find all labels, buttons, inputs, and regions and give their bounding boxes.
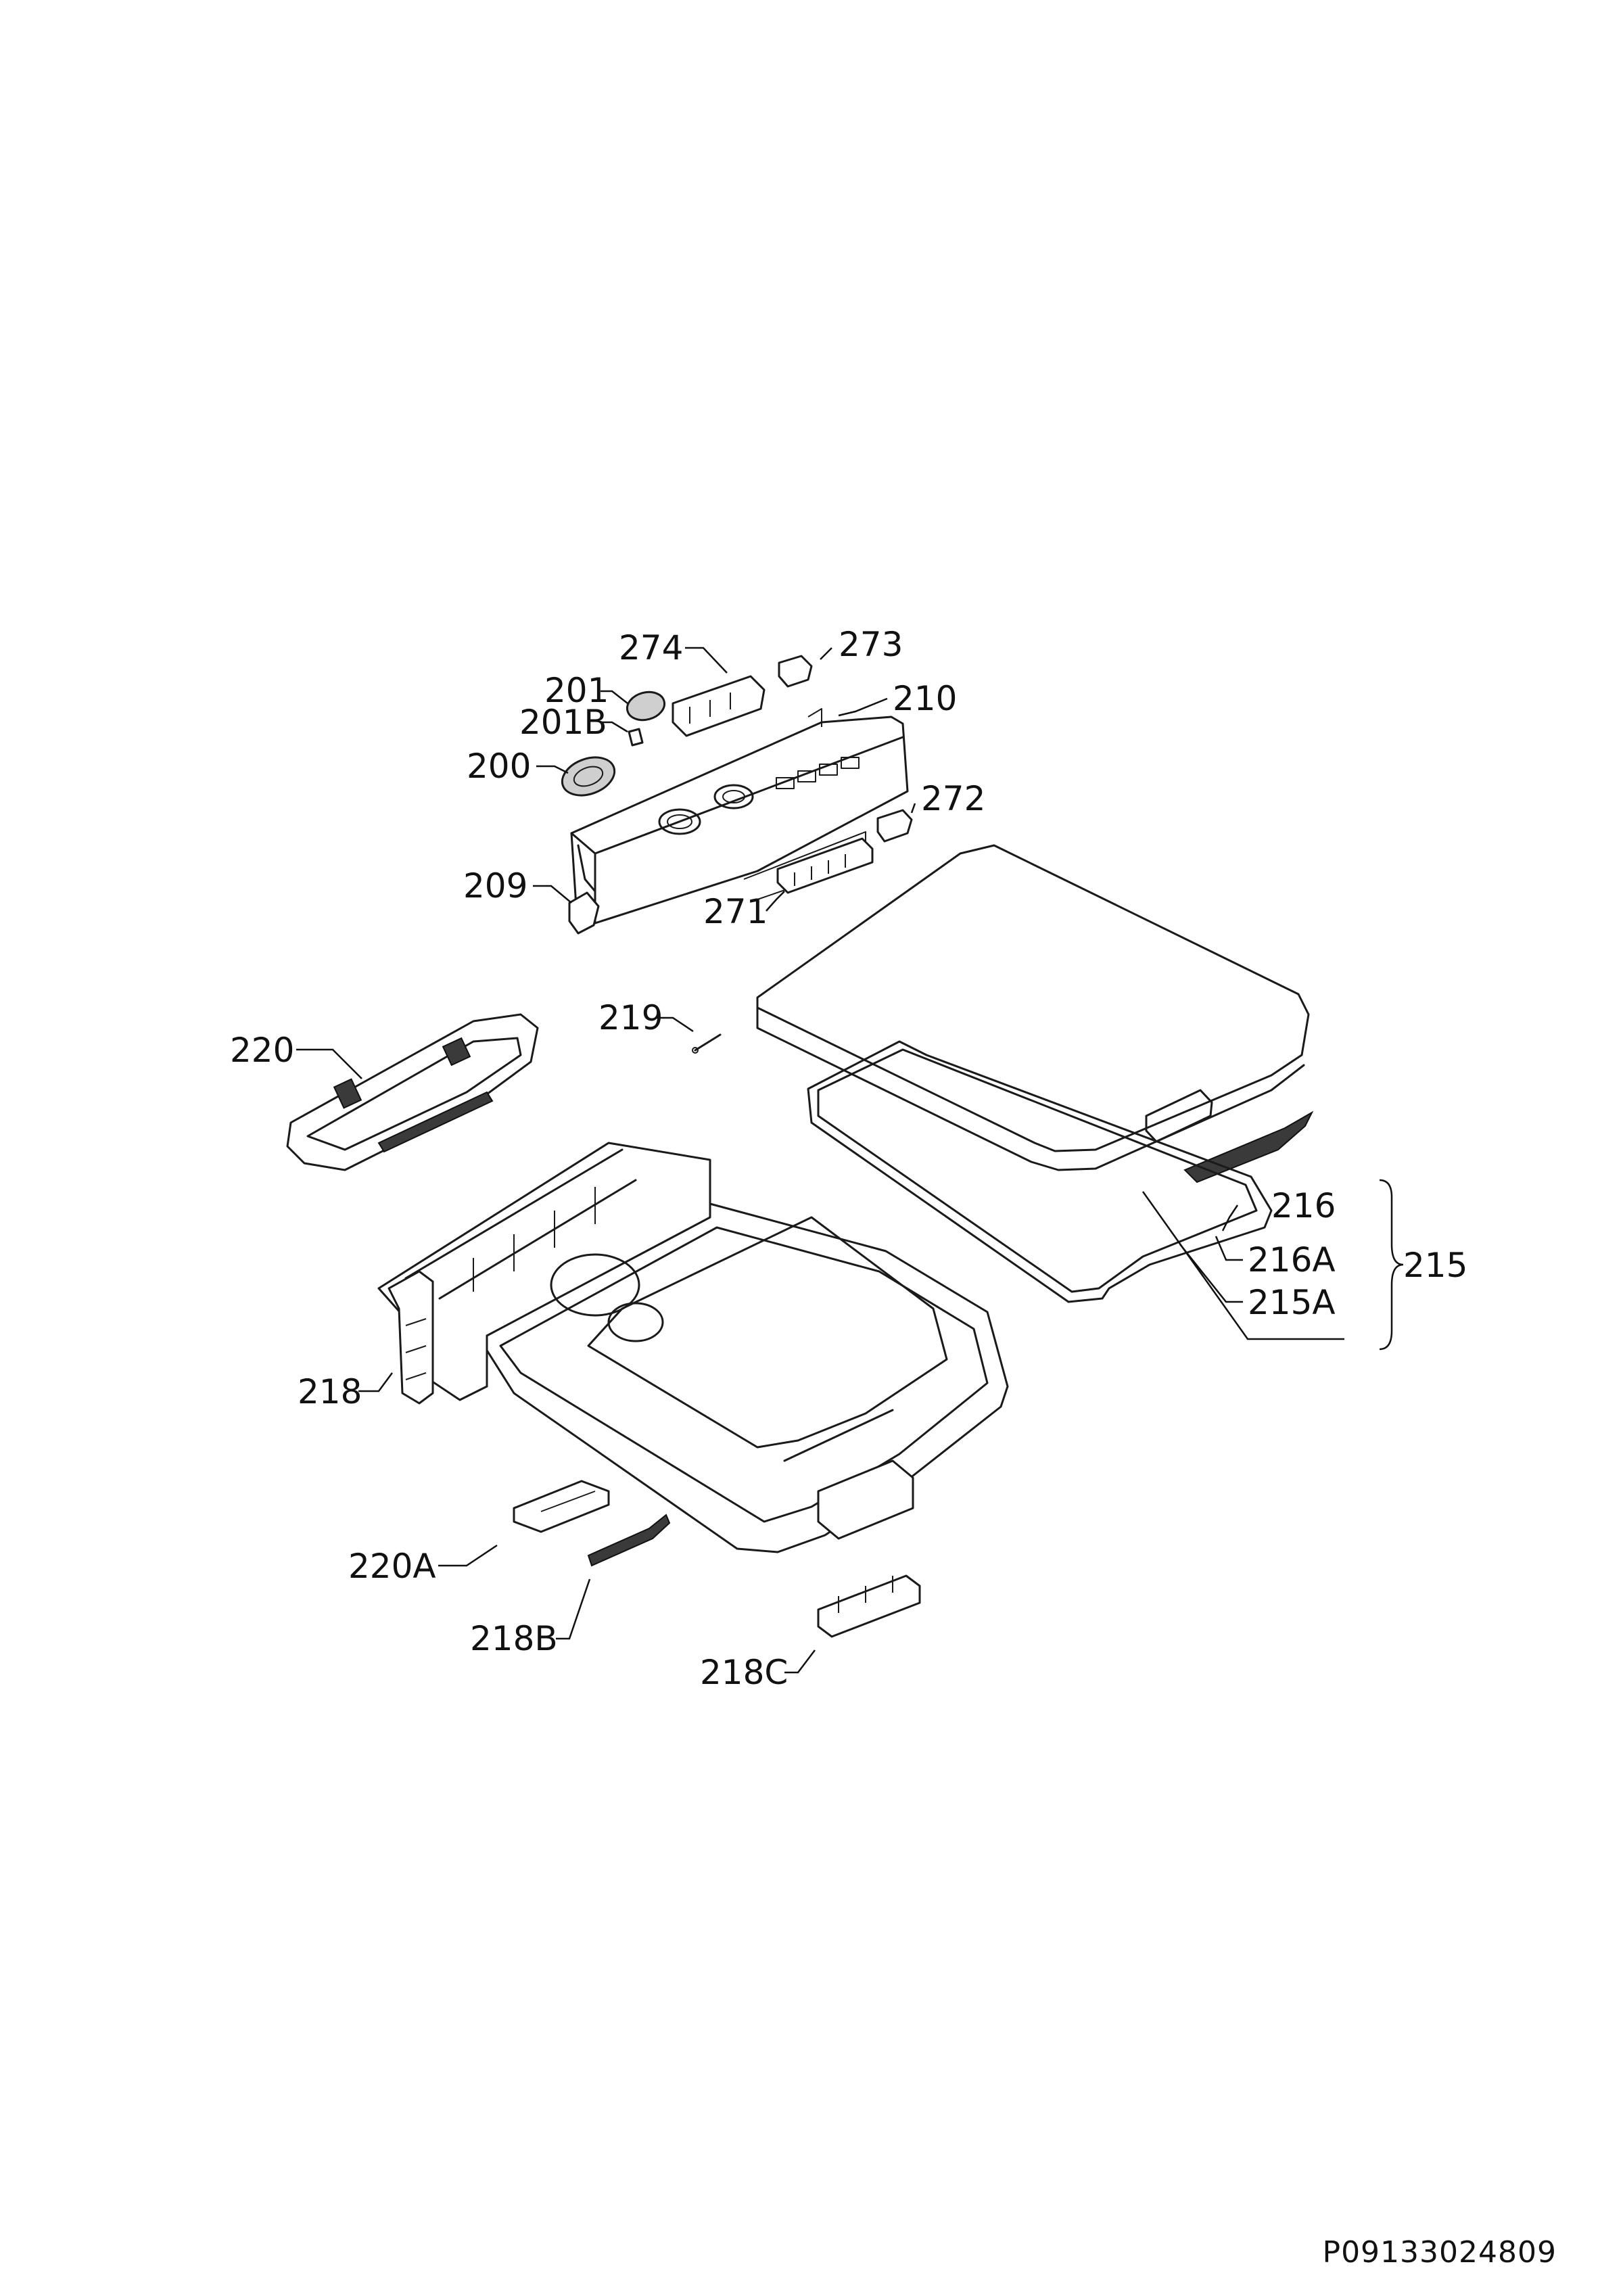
label-200: 200 [467, 747, 531, 786]
label-216A: 216A [1248, 1240, 1336, 1280]
lid-part-216 [756, 844, 1310, 1171]
label-201: 201 [544, 671, 609, 710]
top-cover-part-218 [377, 1142, 1009, 1553]
shaft-part-201B [628, 728, 644, 747]
clip-part-272 [876, 809, 913, 843]
button-bracket-part-274 [672, 675, 766, 737]
label-209: 209 [463, 866, 527, 906]
handle-part-216A [1183, 1110, 1314, 1184]
label-220A: 220A [348, 1547, 436, 1586]
bracket-part-209 [568, 891, 600, 935]
dispenser-part-220 [286, 1013, 539, 1171]
leader-lines [296, 647, 1344, 1674]
switch-block-part-271 [776, 837, 874, 894]
knob-part-200 [561, 756, 616, 797]
label-210: 210 [893, 679, 957, 718]
label-272: 272 [921, 779, 985, 818]
label-218C: 218C [700, 1653, 788, 1692]
label-201B: 201B [519, 703, 607, 742]
label-218B: 218B [470, 1619, 558, 1658]
control-panel-part-210 [570, 708, 909, 924]
label-219: 219 [598, 998, 663, 1037]
pin-part-219 [692, 1033, 722, 1054]
label-215: 215 [1403, 1246, 1467, 1285]
label-220: 220 [230, 1031, 294, 1070]
label-216: 216 [1271, 1186, 1336, 1225]
seal-part-215A [807, 1040, 1273, 1303]
group-brace-215 [1379, 1179, 1404, 1351]
document-code: P09133024809 [1322, 2235, 1557, 2270]
knob-part-201 [626, 690, 666, 722]
clip-part-273 [778, 655, 813, 688]
drawer-handle-part-220A [513, 1480, 610, 1533]
label-271: 271 [703, 892, 768, 931]
part-labels: 274 273 201 210 201B 200 272 209 271 219… [230, 625, 1467, 1692]
label-218: 218 [298, 1372, 362, 1411]
label-215A: 215A [1248, 1283, 1336, 1322]
strip-part-218B [587, 1514, 671, 1567]
latch-part-218C [817, 1574, 921, 1638]
label-273: 273 [839, 625, 903, 664]
label-274: 274 [619, 628, 683, 667]
